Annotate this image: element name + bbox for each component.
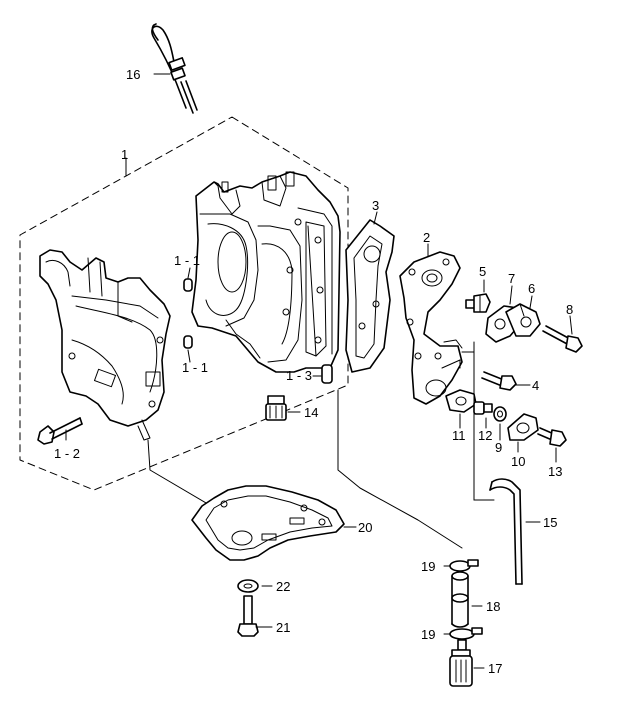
callout-8: 8 bbox=[566, 302, 573, 317]
callout-1-1-upper: 1 - 1 bbox=[174, 253, 200, 268]
dowel-pin-upper bbox=[183, 278, 193, 292]
bolt-8 bbox=[542, 325, 583, 353]
callout-20: 20 bbox=[358, 520, 372, 535]
hose-15 bbox=[489, 478, 523, 585]
callout-4: 4 bbox=[532, 378, 539, 393]
bolt-4 bbox=[481, 371, 517, 391]
fitting-14 bbox=[265, 395, 287, 421]
hose-18 bbox=[451, 571, 469, 628]
crankcase-part bbox=[39, 249, 171, 441]
callout-11: 11 bbox=[452, 428, 466, 443]
filter-17 bbox=[449, 639, 473, 687]
washer-22 bbox=[237, 579, 259, 593]
callout-6: 6 bbox=[528, 281, 535, 296]
washer-9 bbox=[493, 406, 507, 422]
callout-19-lower: 19 bbox=[421, 627, 435, 642]
callout-12: 12 bbox=[478, 428, 492, 443]
clip-19-lower bbox=[449, 627, 483, 640]
callout-5: 5 bbox=[479, 264, 486, 279]
bolt-13 bbox=[537, 427, 567, 447]
callout-10: 10 bbox=[511, 454, 525, 469]
bracket-6 bbox=[505, 303, 541, 337]
gasket-11 bbox=[445, 389, 477, 413]
clip-19-upper bbox=[449, 559, 479, 572]
pin-1-3 bbox=[321, 364, 333, 384]
callout-22: 22 bbox=[276, 579, 290, 594]
callout-21: 21 bbox=[276, 620, 290, 635]
gasket-3 bbox=[345, 219, 395, 373]
fitting-12 bbox=[473, 401, 493, 415]
callout-17: 17 bbox=[488, 661, 502, 676]
dowel-pin-lower bbox=[183, 335, 193, 349]
callout-14: 14 bbox=[304, 405, 318, 420]
callout-1-3: 1 - 3 bbox=[286, 368, 312, 383]
callout-7: 7 bbox=[508, 271, 515, 286]
callout-9: 9 bbox=[495, 440, 502, 455]
dipstick-part bbox=[151, 23, 198, 114]
gasket-20 bbox=[191, 485, 345, 561]
callout-19-upper: 19 bbox=[421, 559, 435, 574]
callout-15: 15 bbox=[543, 515, 557, 530]
bolt-21 bbox=[237, 595, 259, 637]
callout-16: 16 bbox=[126, 67, 140, 82]
callout-3: 3 bbox=[372, 198, 379, 213]
callout-1-2: 1 - 2 bbox=[54, 446, 80, 461]
cover-10 bbox=[507, 413, 539, 441]
bolt-1-2 bbox=[37, 417, 83, 445]
cylinder-block-part bbox=[191, 171, 341, 373]
callout-1-1-lower: 1 - 1 bbox=[182, 360, 208, 375]
callout-13: 13 bbox=[548, 464, 562, 479]
callout-1: 1 bbox=[121, 147, 128, 162]
valve-5 bbox=[465, 293, 491, 313]
callout-18: 18 bbox=[486, 599, 500, 614]
assembly-boundary-dashed bbox=[19, 116, 349, 491]
cover-2 bbox=[399, 251, 463, 405]
callout-2: 2 bbox=[423, 230, 430, 245]
